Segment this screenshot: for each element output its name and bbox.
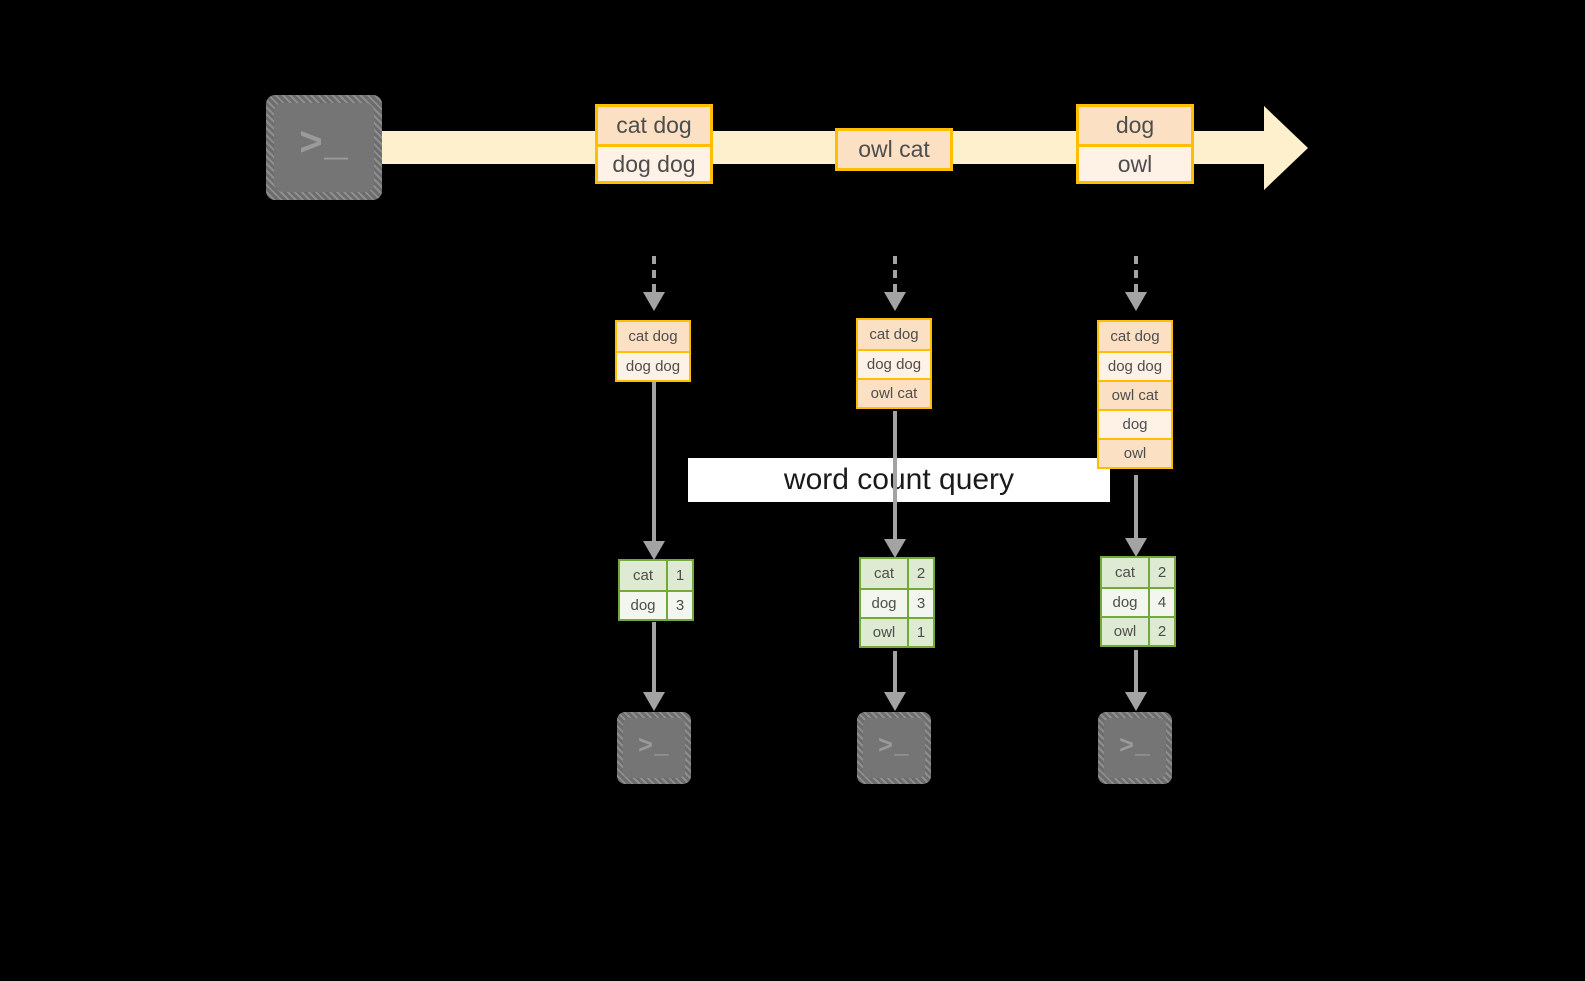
stream-event-line: dog dog <box>598 144 710 181</box>
snapshot-3-log[interactable]: cat dog dog dog owl cat dog owl <box>1097 320 1173 469</box>
terminal-prompt-glyph: >_ <box>877 732 910 761</box>
stream-event-line: dog <box>1079 107 1191 144</box>
terminal-screen <box>1104 718 1166 778</box>
snapshot-2-inbound-line <box>893 256 897 292</box>
snapshot-3-sink-line <box>1134 650 1138 699</box>
log-line: dog <box>1099 409 1171 438</box>
snapshot-2-query-arrowhead-icon <box>884 539 906 558</box>
snapshot-1-inbound-arrowhead-icon <box>643 292 665 311</box>
result-count: 1 <box>666 561 692 590</box>
snapshot-1-log[interactable]: cat dog dog dog <box>615 320 691 382</box>
terminal-screen <box>623 718 685 778</box>
log-line: dog dog <box>1099 351 1171 380</box>
terminal-prompt-glyph: >_ <box>637 732 670 761</box>
query-banner: word count query <box>688 458 1110 502</box>
snapshot-3-sink-arrowhead-icon <box>1125 692 1147 711</box>
log-line: cat dog <box>1099 322 1171 351</box>
stream-event-line: owl cat <box>838 131 950 168</box>
result-word: dog <box>620 592 666 619</box>
log-line: owl cat <box>858 378 930 407</box>
result-count: 3 <box>907 590 933 617</box>
snapshot-1-sink-terminal-icon[interactable]: >_ <box>617 712 691 784</box>
snapshot-3-inbound-line <box>1134 256 1138 292</box>
result-count: 2 <box>1148 558 1174 587</box>
table-row: cat 2 <box>861 559 933 588</box>
snapshot-2-sink-line <box>893 651 897 699</box>
log-line: owl cat <box>1099 380 1171 409</box>
snapshot-3-query-line <box>1134 475 1138 548</box>
stream-event-line: cat dog <box>598 107 710 144</box>
snapshot-2-sink-arrowhead-icon <box>884 692 906 711</box>
table-row: owl 2 <box>1102 616 1174 645</box>
result-count: 2 <box>907 559 933 588</box>
table-row: owl 1 <box>861 617 933 646</box>
stream-event-3[interactable]: dog owl <box>1076 104 1194 184</box>
snapshot-1-inbound-line <box>652 256 656 292</box>
snapshot-3-sink-terminal-icon[interactable]: >_ <box>1098 712 1172 784</box>
snapshot-2-query-line <box>893 411 897 548</box>
result-count: 2 <box>1148 618 1174 645</box>
result-count: 4 <box>1148 589 1174 616</box>
log-line: cat dog <box>617 322 689 351</box>
result-word: cat <box>861 559 907 588</box>
result-count: 3 <box>666 592 692 619</box>
terminal-screen <box>274 103 374 192</box>
table-row: cat 1 <box>620 561 692 590</box>
table-row: dog 4 <box>1102 587 1174 616</box>
snapshot-2-sink-terminal-icon[interactable]: >_ <box>857 712 931 784</box>
log-line: owl <box>1099 438 1171 467</box>
terminal-prompt-glyph: >_ <box>1118 732 1151 761</box>
log-line: cat dog <box>858 320 930 349</box>
snapshot-1-result-table[interactable]: cat 1 dog 3 <box>618 559 694 621</box>
terminal-screen <box>863 718 925 778</box>
snapshot-3-inbound-arrowhead-icon <box>1125 292 1147 311</box>
snapshot-1-sink-line <box>652 622 656 699</box>
result-word: owl <box>861 619 907 646</box>
snapshot-1-sink-arrowhead-icon <box>643 692 665 711</box>
log-line: dog dog <box>617 351 689 380</box>
terminal-prompt-glyph: >_ <box>298 123 349 168</box>
result-word: cat <box>620 561 666 590</box>
result-word: dog <box>1102 589 1148 616</box>
snapshot-2-log[interactable]: cat dog dog dog owl cat <box>856 318 932 409</box>
source-terminal-icon[interactable]: >_ <box>266 95 382 200</box>
stream-arrowhead-icon <box>1264 106 1308 190</box>
snapshot-2-result-table[interactable]: cat 2 dog 3 owl 1 <box>859 557 935 648</box>
log-line: dog dog <box>858 349 930 378</box>
snapshot-1-query-line <box>652 382 656 550</box>
table-row: cat 2 <box>1102 558 1174 587</box>
snapshot-3-result-table[interactable]: cat 2 dog 4 owl 2 <box>1100 556 1176 647</box>
query-banner-label: word count query <box>783 463 1015 496</box>
snapshot-1-query-arrowhead-icon <box>643 541 665 560</box>
result-word: dog <box>861 590 907 617</box>
table-row: dog 3 <box>620 590 692 619</box>
result-word: owl <box>1102 618 1148 645</box>
snapshot-2-inbound-arrowhead-icon <box>884 292 906 311</box>
stream-event-1[interactable]: cat dog dog dog <box>595 104 713 184</box>
result-word: cat <box>1102 558 1148 587</box>
stream-event-line: owl <box>1079 144 1191 181</box>
stream-event-2[interactable]: owl cat <box>835 128 953 171</box>
snapshot-3-query-arrowhead-icon <box>1125 538 1147 557</box>
result-count: 1 <box>907 619 933 646</box>
table-row: dog 3 <box>861 588 933 617</box>
